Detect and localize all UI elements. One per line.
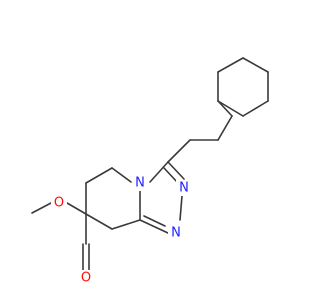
atom-o-carbonyl-label: O (81, 271, 91, 286)
atom-n-bottom: N (168, 225, 184, 241)
atom-n-right: N (176, 180, 192, 196)
atom-n-top-label: N (135, 176, 145, 191)
bond-n1-c8a (139, 219, 169, 234)
bond-linker-4 (167, 139, 191, 163)
bond-cyclohexane-2 (242, 57, 269, 73)
bond-c5-c6 (85, 167, 113, 184)
atom-n-right-label: N (179, 181, 189, 196)
bond-ether-methyl (31, 202, 52, 214)
atom-n-top: N (132, 175, 148, 191)
bond-linker-2 (217, 115, 233, 141)
atom-o-carbonyl: O (78, 270, 94, 286)
molecule-structure: N N N O O (31, 57, 269, 286)
bond-c8-c8a (111, 219, 141, 230)
bond-cyclohexane-4 (242, 100, 269, 117)
bond-cyclohexane-1 (217, 57, 244, 73)
bond-n4-c3 (149, 161, 169, 183)
bond-cyclohexane-5 (217, 100, 244, 117)
atom-labels: N N N O O (51, 175, 192, 286)
bond-c3-n2 (167, 161, 185, 180)
bond-n1-c8a-double (143, 215, 166, 227)
bond-carbonyl-ether (66, 202, 87, 215)
bonds (31, 57, 269, 271)
bond-linker-1 (217, 100, 233, 117)
bond-n2-n1 (179, 195, 183, 221)
atom-o-ether-label: O (54, 196, 64, 211)
atom-n-bottom-label: N (171, 226, 181, 241)
atom-o-ether: O (51, 195, 67, 211)
bond-n4-c5 (111, 167, 132, 183)
bond-c3-n2-double (163, 167, 179, 184)
bond-c7-c8 (85, 213, 113, 230)
